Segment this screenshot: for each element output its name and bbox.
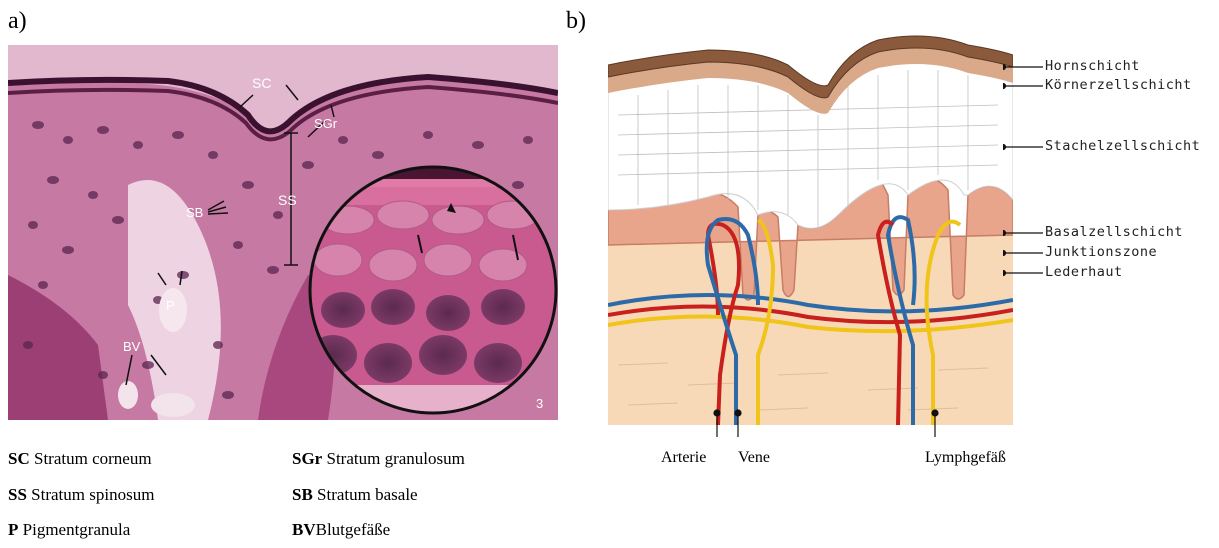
layer-label-koernerzellschicht: Körnerzellschicht xyxy=(1045,77,1192,93)
legend-item-sgr: SGr Stratum granulosum xyxy=(292,449,465,469)
layer-label-hornschicht: Hornschicht xyxy=(1045,58,1140,74)
label-bv: BV xyxy=(123,339,141,354)
vessel-label-lymphgefaess: Lymphgefäß xyxy=(925,449,1006,467)
layer-label-junktionszone: Junktionszone xyxy=(1045,244,1157,260)
skin-schematic xyxy=(608,35,1013,425)
vessel-label-vene: Vene xyxy=(738,449,770,467)
legend-item-ss: SS Stratum spinosum xyxy=(8,485,154,505)
legend-item-sc: SC Stratum corneum xyxy=(8,449,152,469)
legend-item-bv: BVBlutgefäße xyxy=(292,520,390,540)
vessel-label-arterie: Arterie xyxy=(661,449,706,467)
label-p: P xyxy=(166,298,175,313)
layer-label-lederhaut: Lederhaut xyxy=(1045,264,1123,280)
label-ss: SS xyxy=(278,192,297,208)
label-sb: SB xyxy=(186,205,203,220)
layer-label-basalzellschicht: Basalzellschicht xyxy=(1045,224,1183,240)
label-sc: SC xyxy=(252,75,271,91)
legend-item-p: P Pigmentgranula xyxy=(8,520,130,540)
panel-a-label: a) xyxy=(8,8,27,35)
figure-number: 3 xyxy=(536,396,543,411)
vessel-leaders xyxy=(700,405,960,440)
panel-b-label: b) xyxy=(566,8,586,35)
histology-micrograph: SC SGr SS SB P BV 3 xyxy=(8,45,558,420)
legend-item-sb: SB Stratum basale xyxy=(292,485,418,505)
layer-label-stachelzellschicht: Stachelzellschicht xyxy=(1045,138,1200,154)
label-sgr: SGr xyxy=(314,116,338,131)
